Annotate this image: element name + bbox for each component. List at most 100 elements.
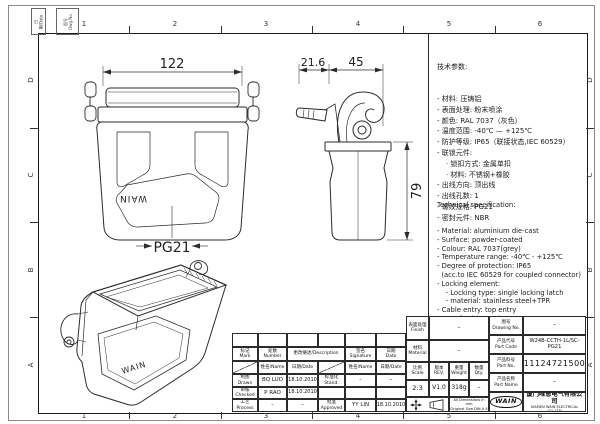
zone-tick xyxy=(129,26,130,33)
rev-label: 版本 REV. xyxy=(429,362,449,380)
zone-col-label: 6 xyxy=(537,412,543,420)
zone-col-label: 3 xyxy=(263,412,269,420)
part-name-value: – xyxy=(523,373,586,392)
zone-col-label: 5 xyxy=(446,412,452,420)
zone-col-label: 4 xyxy=(355,412,361,420)
part-name-label: 产品名称 Part Name xyxy=(489,373,523,392)
drawing-frame xyxy=(38,33,588,414)
qty-value: – xyxy=(469,380,489,397)
empty-cell xyxy=(376,333,406,347)
zone-tick xyxy=(221,26,222,33)
revision-header-signature: 签名 Signature xyxy=(345,347,376,361)
empty-cell xyxy=(345,387,376,399)
spec-chinese-title: 技术参数: xyxy=(437,62,468,71)
dim-21-6: 21.6 xyxy=(298,56,330,84)
drawing-no-label: 图号 Drawing No. xyxy=(489,316,523,335)
empty-cell xyxy=(376,387,406,399)
checked-label: 审核 Checked xyxy=(232,387,258,399)
revision-header-date: 日期 Date xyxy=(376,347,406,361)
subheader-date: 日期/Date xyxy=(287,361,318,374)
drawn-label: 制图 Drawn xyxy=(232,374,258,387)
spec-english: Technical specification: - Material: alu… xyxy=(437,183,581,359)
zone-tick xyxy=(312,26,313,33)
zone-col-label: 3 xyxy=(263,20,269,28)
company-name-cn: 厦门唯恩电气有限公司 xyxy=(526,392,583,405)
dim-79-text: 79 xyxy=(410,183,425,200)
zone-tick xyxy=(586,222,594,223)
material-label: 材料 Material xyxy=(406,340,429,362)
first-angle-projection-icon xyxy=(429,398,443,411)
rev-value: V1.0 xyxy=(429,380,449,397)
dim-122: 122 xyxy=(102,57,243,86)
wain-logo: WAIN xyxy=(490,396,522,408)
drawn-date: 18.10.2010 xyxy=(287,374,318,387)
subheader-name: 姓名/Name xyxy=(345,361,376,374)
material-value: – xyxy=(429,340,489,362)
zone-tick xyxy=(495,26,496,33)
corner-box-dwgno-label: 图号 Dwg.No xyxy=(62,13,73,30)
part-code-value: W24B-CCTH-1L/SC-PG21 xyxy=(523,335,586,354)
dimensions-note: All Dimensions in mm Original Size DIN A… xyxy=(449,397,489,412)
corner-box-date: 日期/Date xyxy=(31,8,46,35)
zone-col-label: 1 xyxy=(81,412,87,420)
subheader-date: 日期/Date xyxy=(376,361,406,374)
zone-tick xyxy=(30,128,38,129)
zone-row-label: D xyxy=(586,77,594,83)
zone-tick xyxy=(403,412,404,419)
dim-122-text: 122 xyxy=(160,57,185,72)
zone-col-label: 6 xyxy=(537,20,543,28)
zone-tick xyxy=(221,412,222,419)
side-view-drawing: 21.6 45 79 xyxy=(295,55,425,241)
dim-45: 45 xyxy=(329,55,384,126)
zone-col-label: 4 xyxy=(355,20,361,28)
dim-21-6-text: 21.6 xyxy=(301,56,326,69)
zone-col-label: 5 xyxy=(446,20,452,28)
zone-tick xyxy=(30,317,38,318)
corner-box-date-label: 日期/Date xyxy=(33,14,44,29)
projection-symbols-cell xyxy=(406,397,449,412)
zone-tick xyxy=(129,412,130,419)
hood-side-outline xyxy=(324,141,392,241)
dim-45-text: 45 xyxy=(348,55,363,69)
part-no-value: 1111247215004 xyxy=(523,354,586,373)
diagonal-cell xyxy=(232,361,258,374)
iso-embossed-logo: WAIN xyxy=(121,360,148,376)
spec-english-title: Technical specification: xyxy=(437,200,516,209)
empty-cell xyxy=(232,333,258,347)
zone-row-label: B xyxy=(586,267,594,273)
company-logo-cell: WAIN xyxy=(489,392,523,412)
zone-tick xyxy=(30,222,38,223)
iso-latch-left xyxy=(60,311,89,348)
front-view-drawing: WAIN 122 PG21 xyxy=(84,57,260,256)
hood-front-outline xyxy=(96,87,249,241)
part-no-label: 产品料号 Part No. xyxy=(489,354,523,373)
zone-tick xyxy=(495,412,496,419)
iso-latch-right xyxy=(185,260,209,278)
side-latch-hook xyxy=(295,91,385,143)
dim-79: 79 xyxy=(387,141,425,241)
standardized-name: – xyxy=(345,374,376,387)
outer-border xyxy=(8,5,595,421)
target-cross-icon xyxy=(410,399,421,410)
drawn-name: BQ LUO xyxy=(258,374,287,387)
approved-date: 18.10.2010 xyxy=(376,399,406,412)
zone-tick xyxy=(586,128,594,129)
empty-cell xyxy=(345,333,376,347)
finish-value: – xyxy=(429,316,489,340)
revision-header-description: 更改摘述/Description xyxy=(287,347,345,361)
projection-symbols xyxy=(410,398,443,411)
weight-value: 318g xyxy=(449,380,469,397)
subheader-name: 姓名/Name xyxy=(258,361,287,374)
zone-tick xyxy=(312,412,313,419)
front-latch-right xyxy=(247,81,260,122)
pg21-text: PG21 xyxy=(153,240,190,256)
empty-cell xyxy=(318,333,345,347)
process-label: 工艺 Process xyxy=(232,399,258,412)
checked-name: P RAO xyxy=(258,387,287,399)
empty-cell xyxy=(258,333,287,347)
front-latch-left xyxy=(84,81,97,122)
spec-chinese-lines: - 材料: 压铸铝 - 表面处理: 粉末喷涂 - 颜色: RAL 7037（灰色… xyxy=(437,94,570,222)
spec-divider xyxy=(428,33,429,316)
zone-col-label: 2 xyxy=(172,20,178,28)
